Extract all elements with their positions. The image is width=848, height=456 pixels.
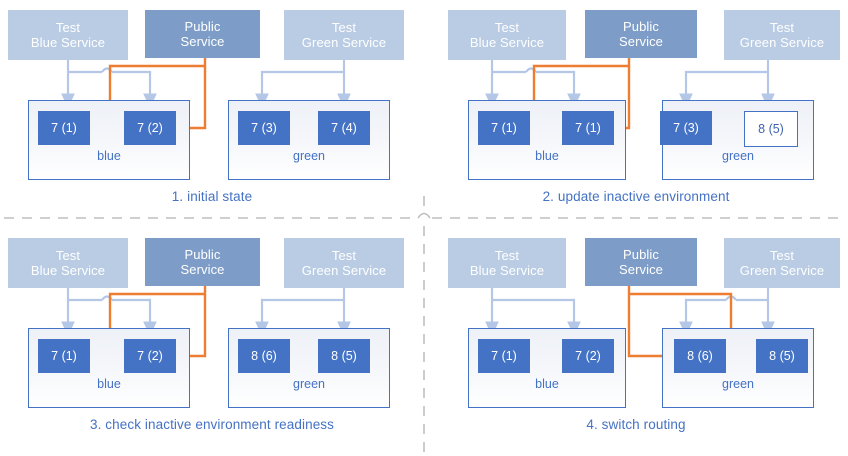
service-label-line1: Test [494,19,520,35]
service-label-line2: Blue Service [30,263,106,278]
environment-label: blue [535,377,559,391]
environment-label: blue [535,149,559,163]
panel-caption: 1. initial state [171,189,253,204]
node-box[interactable]: 7 (1) [478,339,530,373]
test-green-service-box[interactable]: Test Green Service [724,238,840,288]
service-label-line2: Service [180,262,225,277]
public-service-box[interactable]: Public Service [585,10,697,58]
public-service-box[interactable]: Public Service [585,238,697,286]
service-label-line1: Test [494,247,520,263]
test-blue-service-box[interactable]: Test Blue Service [448,10,566,60]
node-box[interactable]: 7 (2) [124,111,176,145]
node-box[interactable]: 8 (5) [318,339,370,373]
node-box-hollow[interactable]: 8 (5) [744,111,798,147]
test-blue-service-box[interactable]: Test Blue Service [8,10,128,60]
test-green-service-box[interactable]: Test Green Service [284,238,404,288]
node-box[interactable]: 7 (2) [124,339,176,373]
service-label-line1: Test [769,19,795,35]
node-box[interactable]: 7 (1) [38,339,90,373]
service-label-line2: Blue Service [30,35,106,50]
service-label-line1: Test [769,247,795,263]
panel-caption: 4. switch routing [586,417,686,432]
service-label-line2: Service [180,34,225,49]
test-blue-service-box[interactable]: Test Blue Service [8,238,128,288]
service-label-line1: Test [55,19,81,35]
test-green-service-box[interactable]: Test Green Service [284,10,404,60]
panel-caption: 2. update inactive environment [542,189,730,204]
node-box[interactable]: 7 (1) [562,111,614,145]
environment-label: blue [97,377,121,391]
service-label-line2: Service [618,262,664,277]
public-service-box[interactable]: Public Service [145,238,260,286]
node-box[interactable]: 7 (4) [318,111,370,145]
service-label-line1: Test [331,247,357,263]
service-label-line2: Service [618,34,664,49]
environment-label: blue [97,149,121,163]
test-green-service-box[interactable]: Test Green Service [724,10,840,60]
service-label-line2: Green Service [301,263,387,278]
node-box[interactable]: 7 (2) [562,339,614,373]
divider-jump-arc [417,212,431,219]
panel-caption: 3. check inactive environment readiness [89,417,335,432]
service-label-line2: Blue Service [469,35,545,50]
node-box[interactable]: 8 (6) [238,339,290,373]
service-label-line1: Public [184,18,221,34]
service-label-line1: Test [55,247,81,263]
environment-label: green [722,377,754,391]
test-blue-service-box[interactable]: Test Blue Service [448,238,566,288]
public-service-box[interactable]: Public Service [145,10,260,58]
environment-label: green [293,377,325,391]
service-label-line2: Blue Service [469,263,545,278]
test-service-connectors-panel-3 [61,288,351,329]
node-box[interactable]: 7 (3) [238,111,290,145]
test-service-connectors-panel-4 [485,288,775,329]
environment-label: green [722,149,754,163]
service-label-line2: Green Service [301,35,387,50]
environment-label: green [293,149,325,163]
test-service-connectors-panel-1 [61,60,351,101]
test-service-connectors-panel-2 [485,60,775,101]
service-label-line1: Public [622,18,659,34]
service-label-line2: Green Service [739,263,825,278]
service-label-line1: Public [184,246,221,262]
node-box[interactable]: 8 (5) [756,339,808,373]
node-box[interactable]: 8 (6) [674,339,726,373]
node-box[interactable]: 7 (1) [38,111,90,145]
service-label-line1: Test [331,19,357,35]
node-box[interactable]: 7 (1) [478,111,530,145]
service-label-line1: Public [622,246,659,262]
service-label-line2: Green Service [739,35,825,50]
node-box[interactable]: 7 (3) [660,111,712,145]
